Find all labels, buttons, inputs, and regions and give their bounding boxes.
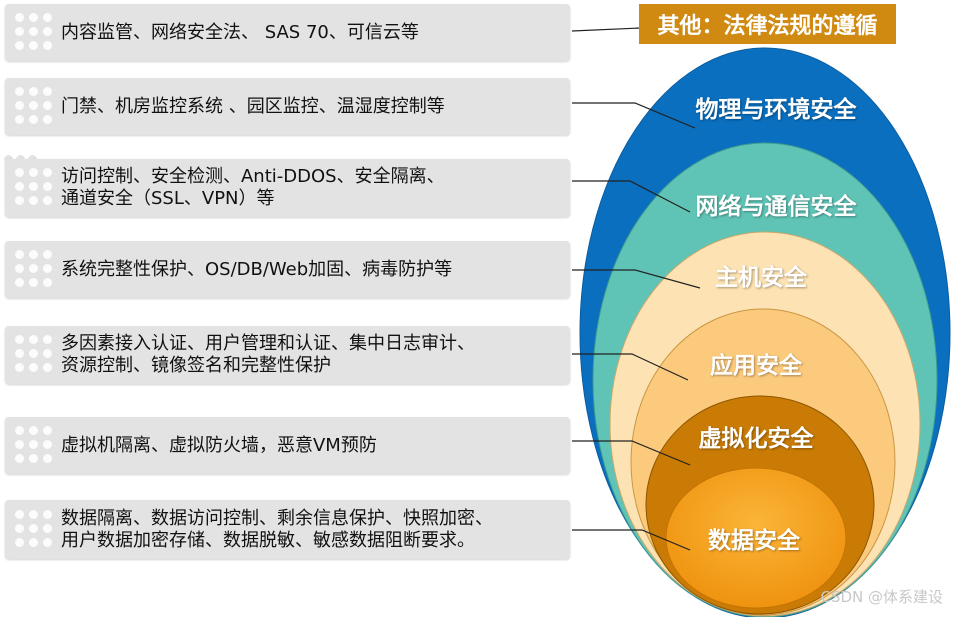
dots-icon	[15, 335, 55, 375]
connector-line-network	[572, 180, 691, 213]
description-box-legal: 内容监管、网络安全法、 SAS 70、可信云等	[5, 4, 570, 61]
layer-label-network: 网络与通信安全	[695, 194, 857, 220]
layer-label-physical: 物理与环境安全	[695, 97, 857, 123]
dots-icon	[15, 249, 55, 290]
dots-icon	[15, 86, 55, 127]
description-box-network: 访问控制、安全检测、Anti-DDOS、安全隔离、 通道安全（SSL、VPN）等	[5, 159, 570, 217]
description-text-legal: 内容监管、网络安全法、 SAS 70、可信云等	[61, 21, 419, 43]
connector-line-application	[572, 353, 689, 381]
legal-compliance-label: 其他：法律法规的遵循	[639, 4, 896, 44]
connector-lines	[571, 27, 701, 551]
data-layer-ellipse	[665, 467, 847, 609]
layer-label-virtualization: 虚拟化安全	[698, 426, 814, 452]
watermark: CSDN @体系建设	[820, 588, 943, 606]
description-box-virtualization: 虚拟机隔离、虚拟防火墙，恶意VM预防	[5, 417, 570, 474]
description-text-physical: 门禁、机房监控系统 、园区监控、温湿度控制等	[61, 95, 445, 117]
dots-icon	[15, 425, 55, 466]
layer-label-application: 应用安全	[710, 353, 802, 379]
description-box-host: 系统完整性保护、OS/DB/Web加固、病毒防护等	[5, 241, 570, 298]
dots-icon	[15, 509, 55, 550]
description-text-application: 多因素接入认证、用户管理和认证、集中日志审计、 资源控制、镜像签名和完整性保护	[61, 333, 475, 376]
description-box-application: 多因素接入认证、用户管理和认证、集中日志审计、 资源控制、镜像签名和完整性保护	[5, 326, 570, 384]
dots-icon	[15, 12, 55, 53]
connector-line-physical	[572, 102, 696, 129]
layer-label-data: 数据安全	[708, 528, 800, 554]
description-text-network: 访问控制、安全检测、Anti-DDOS、安全隔离、 通道安全（SSL、VPN）等	[61, 166, 445, 209]
description-text-host: 系统完整性保护、OS/DB/Web加固、病毒防护等	[61, 258, 453, 280]
connector-line-legal	[571, 27, 641, 32]
dots-icon	[15, 168, 55, 208]
connector-line-data	[572, 529, 691, 551]
description-text-data: 数据隔离、数据访问控制、剩余信息保护、快照加密、 用户数据加密存储、数据脱敏、敏…	[61, 507, 493, 551]
layer-label-host: 主机安全	[715, 265, 807, 291]
decorative-dots	[4, 149, 44, 164]
connector-line-host	[572, 269, 701, 289]
description-box-physical: 门禁、机房监控系统 、园区监控、温湿度控制等	[5, 78, 570, 135]
description-box-data: 数据隔离、数据访问控制、剩余信息保护、快照加密、 用户数据加密存储、数据脱敏、敏…	[5, 500, 570, 559]
connector-line-virtualization	[572, 440, 691, 466]
description-text-virtualization: 虚拟机隔离、虚拟防火墙，恶意VM预防	[61, 434, 377, 456]
